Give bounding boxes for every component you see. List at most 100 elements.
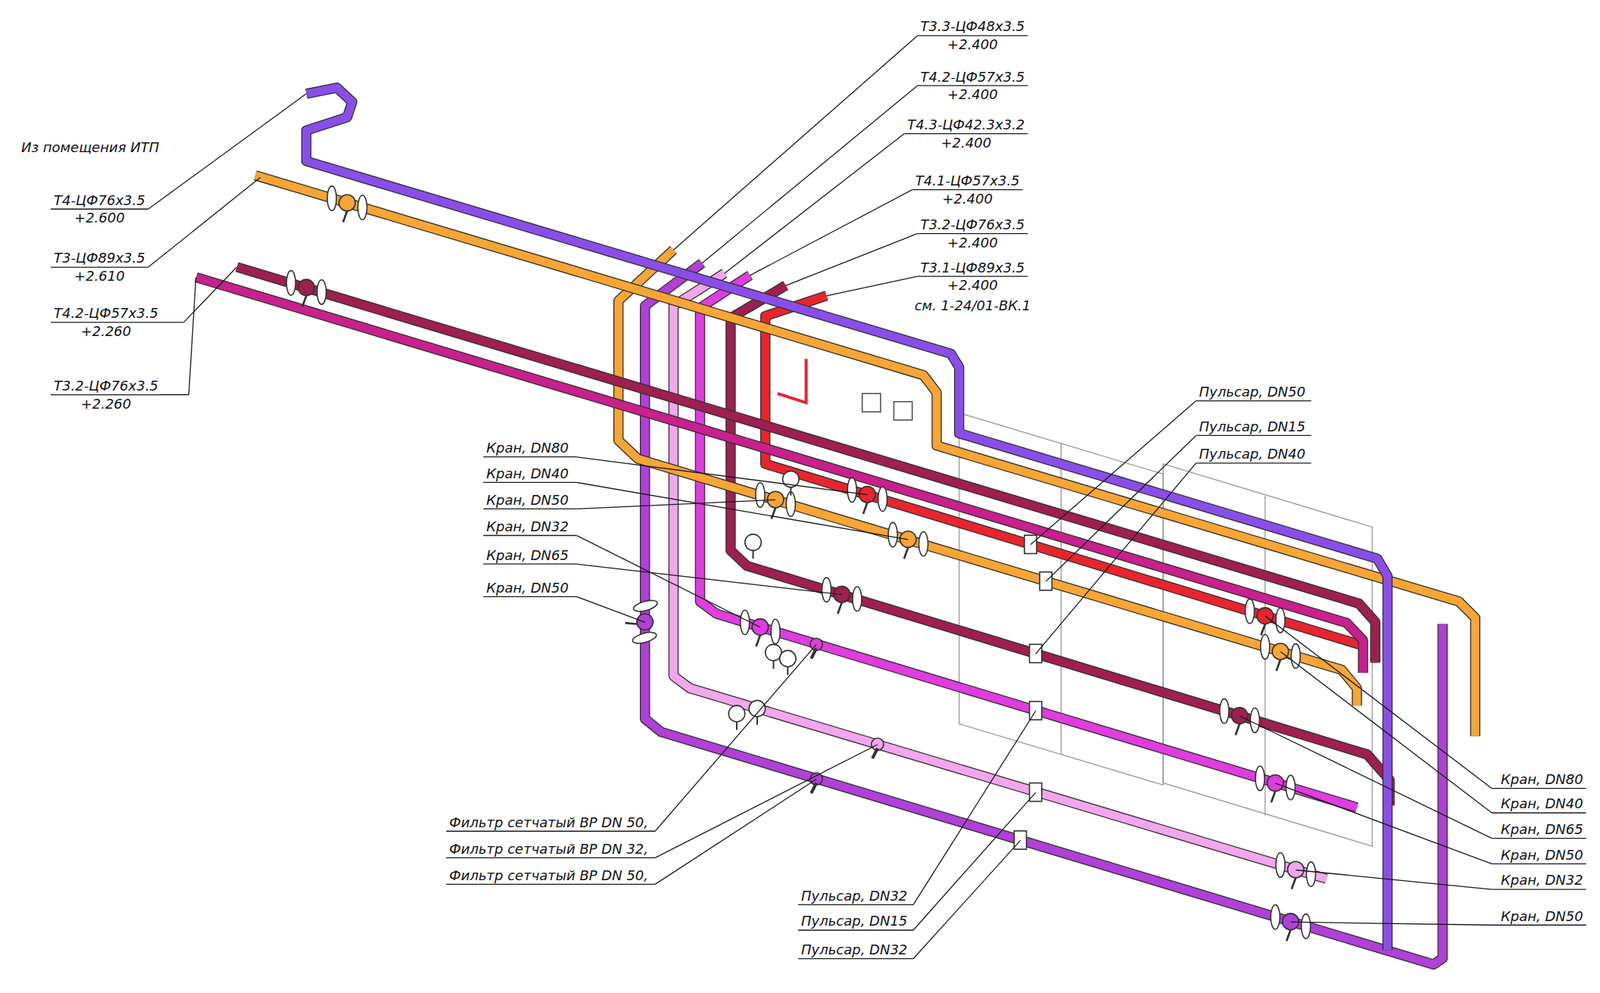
leader-line <box>654 645 817 833</box>
leader-line <box>913 840 1020 959</box>
pipe-callout: Т3-ЦФ89х3.5 <box>53 250 147 267</box>
label-holder: +2.400 <box>946 87 999 103</box>
leader-line <box>913 711 1036 905</box>
label-holder: Кран, DN80 <box>485 440 570 457</box>
main-pipes <box>255 175 1476 737</box>
label-holder: Кран, DN40 <box>485 466 570 483</box>
pipe-callout: Кран, DN50 <box>485 580 570 597</box>
pipe-callout: Т4.2-ЦФ57х3.5 <box>920 69 1027 86</box>
pipe-callout: Кран, DN65 <box>1500 822 1585 839</box>
callout-shelf <box>483 508 577 510</box>
leader-line <box>1280 651 1492 814</box>
strainers <box>871 738 884 759</box>
label-holder: Кран, DN50 <box>1500 909 1585 926</box>
flow-meters <box>1013 535 1052 850</box>
leader-line <box>1291 922 1492 926</box>
leader-line <box>701 85 917 263</box>
callout-shelf <box>446 884 655 886</box>
leader-line <box>576 482 908 540</box>
leader-line <box>184 267 238 323</box>
pipe-callout: Фильтр сетчатый ВР DN 50, <box>448 815 649 832</box>
callout-shelf <box>483 482 577 484</box>
label-holder: Т4.1-ЦФ57х3.5 <box>914 173 1021 190</box>
callout-shelf <box>50 266 149 268</box>
elevation-mark: +2.600 <box>73 210 126 227</box>
label-holder: Т3.2-ЦФ76х3.5 <box>53 378 160 395</box>
valves <box>1219 698 1261 736</box>
leader-line <box>576 535 761 627</box>
elevation-mark: +2.400 <box>946 235 999 252</box>
elevation-mark: +2.400 <box>946 37 999 54</box>
label-holder: Кран, DN80 <box>1500 772 1585 789</box>
pipe-callout: Т4.3-ЦФ42.3х3.2 <box>906 117 1026 134</box>
main-pipes <box>196 87 1476 952</box>
pipe-callout: Т3.1-ЦФ89х3.5 <box>920 260 1027 277</box>
pipe-callout: Пульсар, DN15 <box>1198 419 1307 436</box>
callout-shelf <box>50 321 184 323</box>
leader-line <box>654 745 878 859</box>
strainers <box>810 638 884 794</box>
label-holder: Кран, DN32 <box>1500 873 1585 889</box>
callout-shelf <box>483 596 577 598</box>
callout-shelf <box>1491 925 1586 927</box>
label-holder: Т3.3-ЦФ48х3.5 <box>920 18 1027 35</box>
valves <box>286 271 327 308</box>
pressure-gauges <box>745 534 762 559</box>
main-pipes <box>306 87 1388 952</box>
pipe-callout: Т4-ЦФ76х3.5 <box>53 193 147 209</box>
callout-shelf <box>483 535 577 537</box>
leader-line <box>1045 435 1196 582</box>
pipe-callout: Кран, DN32 <box>485 519 570 536</box>
label-holder: Кран, DN40 <box>1500 796 1585 813</box>
callout-shelf <box>1491 812 1586 814</box>
leader-line <box>1239 716 1492 839</box>
callout-shelf <box>483 564 577 565</box>
callout-shelf <box>483 456 577 458</box>
leader-line <box>1275 783 1492 864</box>
callout-shelf <box>798 929 914 931</box>
wall-panels <box>1060 443 1062 755</box>
label-holder: Т3.1-ЦФ89х3.5 <box>920 260 1027 277</box>
small-red-pipe <box>777 358 807 403</box>
label-holder: +2.400 <box>946 235 999 252</box>
callout-shelf <box>917 276 1029 278</box>
pipe-callout: Т3.2-ЦФ76х3.5 <box>53 378 160 395</box>
leader-line <box>576 596 645 623</box>
callout-shelf <box>1196 400 1312 402</box>
leader-line <box>724 134 905 275</box>
callout-shelf <box>1491 888 1586 890</box>
callout-shelf <box>1196 435 1312 437</box>
valves <box>888 522 929 559</box>
elevation-mark: +2.400 <box>946 277 999 294</box>
callout-shelf <box>917 35 1029 37</box>
flow-meters <box>1013 831 1027 850</box>
pipe-callout: Фильтр сетчатый ВР DN 50, <box>448 868 649 885</box>
pipe-callout: Кран, DN32 <box>1500 873 1585 889</box>
label-holder: Пульсар, DN40 <box>1198 446 1307 463</box>
main-pipes <box>255 175 1476 737</box>
source-note: Из помещения ИТП <box>20 140 160 156</box>
leader-line <box>148 93 307 209</box>
label-holder: Кран, DN50 <box>485 492 570 509</box>
label-holder: +2.400 <box>940 135 993 152</box>
valves <box>1260 635 1301 672</box>
pressure-gauges <box>782 470 800 496</box>
callout-shelf <box>446 831 655 833</box>
elevation-mark: +2.260 <box>80 324 133 340</box>
label-holder: Кран, DN65 <box>485 548 570 565</box>
valves <box>847 477 888 515</box>
label-holder: Т3-ЦФ89х3.5 <box>53 250 147 267</box>
leader-line <box>1030 401 1197 546</box>
elevation-mark: +2.400 <box>941 191 994 208</box>
label-holder: +2.400 <box>946 37 999 54</box>
label-holder: Т4.2-ЦФ57х3.5 <box>53 305 160 322</box>
callout-shelf <box>912 189 1024 191</box>
pipe-callout: Пульсар, DN40 <box>1198 446 1307 463</box>
callout-shelf <box>917 233 1029 234</box>
label-holder: Фильтр сетчатый ВР DN 50, <box>448 815 649 832</box>
pipe-callout: Т4.2-ЦФ57х3.5 <box>53 305 160 322</box>
label-holder: +2.260 <box>80 396 133 413</box>
leader-line <box>576 564 842 595</box>
label-holder: Кран, DN65 <box>1500 822 1585 839</box>
